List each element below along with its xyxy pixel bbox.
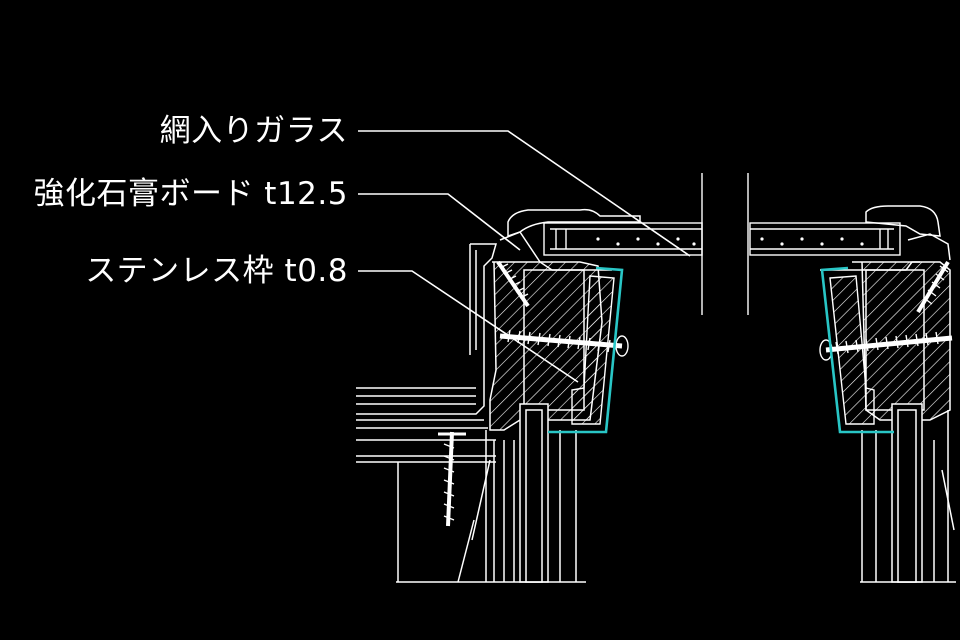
- callout-wired-glass: 網入りガラス: [159, 113, 348, 149]
- left-frame-assembly: [356, 208, 641, 583]
- wired-glass-pane: [543, 173, 901, 315]
- right-frame-inner: [829, 275, 875, 425]
- callout-stainless-frame: ステンレス枠 t0.8: [85, 253, 348, 289]
- right-stainless-frame: [820, 266, 894, 434]
- leader-gypsum-board: [358, 193, 521, 251]
- right-frame-assembly: [820, 205, 956, 583]
- left-frame-inner: [571, 275, 615, 425]
- glass-wire-dots: [596, 237, 864, 246]
- left-stainless-frame: [548, 266, 624, 434]
- callout-gypsum-board: 強化石膏ボード t12.5: [33, 176, 348, 212]
- leader-wired-glass: [358, 130, 691, 257]
